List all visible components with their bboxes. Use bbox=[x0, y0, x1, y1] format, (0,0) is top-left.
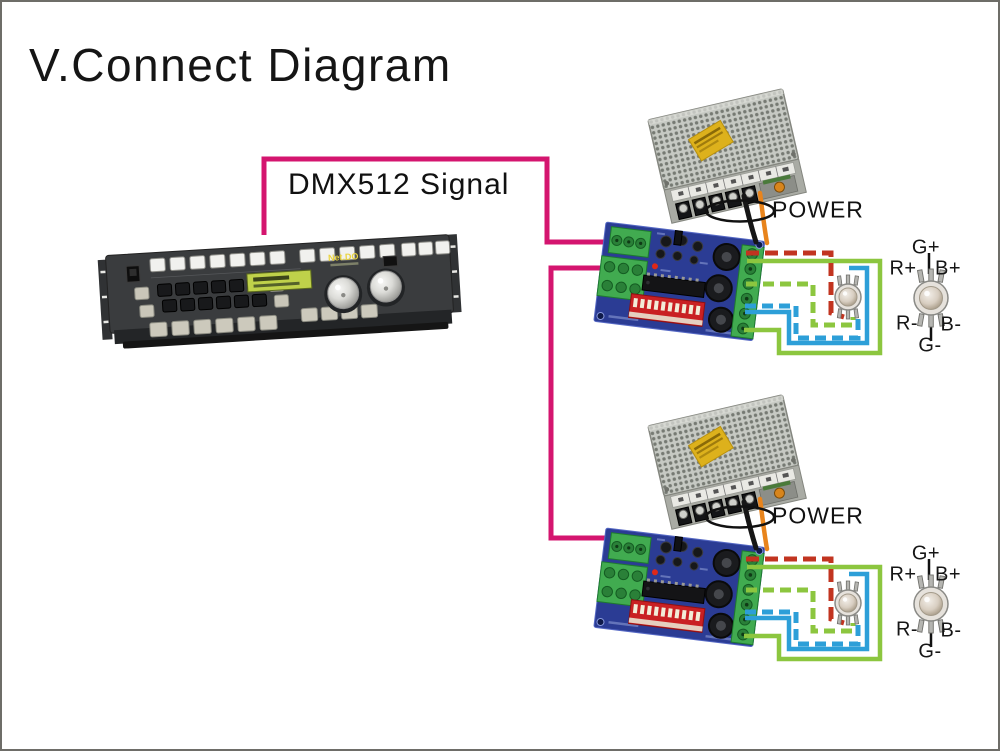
console-panel-line bbox=[150, 268, 301, 279]
led2-pin-label-g-plus: G+ bbox=[911, 542, 941, 565]
console-ear-holes bbox=[100, 245, 459, 324]
led2-pin-label-b-plus: B+ bbox=[934, 563, 962, 586]
console-white-keys[interactable] bbox=[149, 240, 451, 273]
led1-pin-label-g-plus: G+ bbox=[911, 236, 941, 259]
led1-pin-label-r-plus: R+ bbox=[889, 257, 917, 280]
connection-section-2 bbox=[594, 395, 948, 659]
power-label-1: POWER bbox=[772, 196, 864, 223]
led2-pin-label-r-minus: R- bbox=[895, 618, 919, 641]
dmx-signal-label: DMX512 Signal bbox=[288, 168, 510, 201]
console-jog-wheels[interactable] bbox=[323, 267, 406, 314]
console-left-gray-keys[interactable] bbox=[134, 286, 155, 318]
connection-section-1 bbox=[594, 89, 948, 353]
led2-pin-label-b-minus: B- bbox=[940, 619, 962, 642]
dmx-signal-wire-2 bbox=[548, 265, 624, 541]
led2-pin-label-r-plus: R+ bbox=[889, 563, 917, 586]
console-front-face bbox=[114, 309, 453, 345]
dmx-console: Net.DO bbox=[97, 234, 462, 349]
console-brand-text: Net.DO bbox=[328, 251, 359, 263]
console-blackout-button[interactable] bbox=[382, 255, 399, 268]
led1-pin-label-r-minus: R- bbox=[895, 312, 919, 335]
console-base-shadow bbox=[122, 321, 449, 349]
page-title: V.Connect Diagram bbox=[29, 39, 452, 91]
dmx-signal-wire-1 bbox=[261, 156, 627, 245]
power-label-2: POWER bbox=[772, 502, 864, 529]
led1-pin-label-b-plus: B+ bbox=[934, 257, 962, 280]
console-model-mark bbox=[330, 262, 359, 267]
console-lcd-display bbox=[246, 269, 313, 293]
led1-pin-label-g-minus: G- bbox=[918, 334, 942, 357]
led2-pin-label-g-minus: G- bbox=[918, 640, 942, 663]
console-power-switch-cap bbox=[129, 268, 137, 277]
led1-pin-label-b-minus: B- bbox=[940, 313, 962, 336]
